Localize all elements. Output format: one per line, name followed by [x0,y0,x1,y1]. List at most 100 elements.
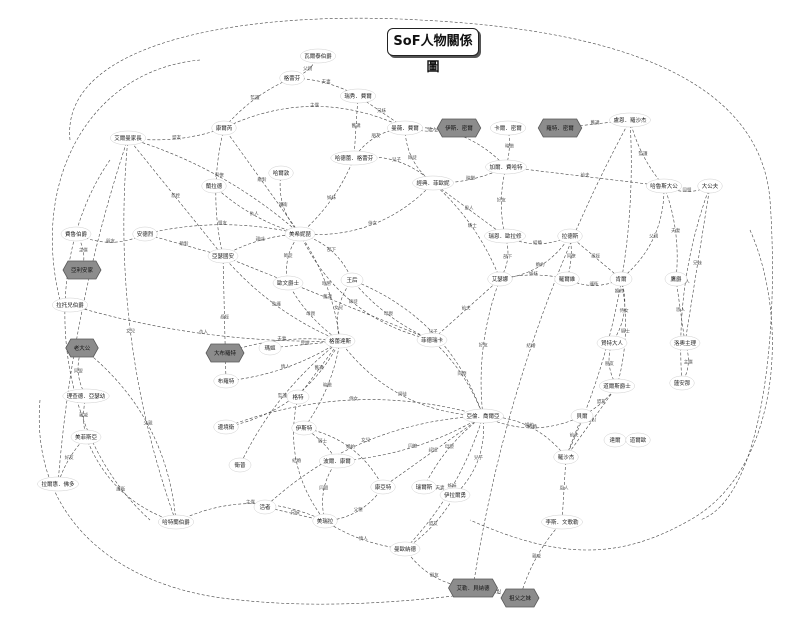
node-label: 曼薇．費爾 [391,124,419,132]
edge-label: 情人 [281,363,290,370]
relationship-edge [223,127,301,235]
node-n23: 拉德斯 [557,228,583,244]
edge-label: 主僕 [246,499,255,506]
person-bubble [300,48,336,64]
node-n10: 艾爾曼家長 [110,130,146,146]
relationship-edge [264,415,484,508]
edge-label: 情人 [359,535,368,542]
node-label: 哈爾敦 [273,169,290,177]
node-label: 艾瑟娜 [492,275,509,283]
node-label: 經典．菲歐妮 [416,179,450,187]
node-n43: 格特 [286,389,310,405]
relationship-edge [519,521,563,599]
node-label: 曼歐納德 [394,545,417,553]
node-n31: 拉托兒伯爵 [52,297,88,313]
node-n46: 美菲斯亞 [70,429,102,445]
relationship-edge [299,182,434,235]
person-bubble [207,248,239,264]
relationship-edge [225,399,484,428]
person-bubble [228,457,252,473]
node-n36: 布羅特 [213,373,239,389]
edge-label: 好友 [65,454,74,461]
edge-label: 結婚 [528,423,537,430]
node-label: 歐文爵士 [277,279,300,287]
node-label: 王后 [346,276,358,284]
node-label: 鷹爵 [670,275,682,283]
edge-label: 監護 [278,392,287,399]
node-n62: 艾勒．貝納德 [448,578,498,598]
person-bubble [37,476,79,492]
group-hexagon [500,588,540,608]
person-bubble [570,408,594,424]
edge-label: 舊識 [315,364,324,371]
edge-label: 婚約 [615,288,624,295]
node-n45: 貝爾 [570,408,594,424]
node-label: 李斯．文歌勒 [545,518,579,526]
edge-label: 盟友 [597,398,606,405]
relationship-edge [222,255,341,342]
edge-label: 部下 [503,253,512,260]
node-n54: 波爾．康爾 [319,453,355,469]
node-label: 道爾斯爵士 [603,382,631,390]
node-label: 費魯伯爵 [65,230,88,238]
node-n60: 哈特蘭伯爵 [158,514,194,530]
relationship-edge [64,159,151,521]
edge-label: 敵對 [492,588,501,595]
relationship-edge [303,340,341,429]
node-label: 賀特大人 [601,339,624,347]
relationship-edge [454,415,484,496]
node-n37: 賀特大人 [596,335,628,351]
node-n28: 羅爾維 [554,271,580,287]
person-bubble [60,226,92,242]
relationship-edge [565,119,632,458]
person-bubble [490,120,526,136]
person-bubble [416,332,448,348]
node-label: 洛奧主理 [674,339,697,347]
edge-label: 侍女 [349,395,358,402]
relationship-edge [69,304,341,342]
edge-label: 師徒 [398,391,407,398]
edge-label: 暗戀 [505,143,514,150]
edge-label: 婚約 [536,261,545,268]
person-bubble [213,373,239,389]
node-label: 艾勒．貝納德 [456,584,490,592]
person-bubble [158,514,194,530]
node-n6: 伊斯．密爾 [436,118,482,138]
edge-label: 仇人 [199,329,208,336]
relationship-edge [69,17,773,521]
nodes-layer: 瓦爾泰伯爵格蕾芬瑞秀．費爾康爾芮曼薇．費爾伊斯．密爾卡爾．密爾羅特．密爾盧恩．羅… [37,48,723,608]
node-label: 哈特蘭伯爵 [162,518,190,526]
edge-label: 監護 [639,150,648,157]
node-n4: 康爾芮 [211,120,237,136]
edge-label: 師徒 [408,154,417,161]
edge-label: 師徒 [349,298,358,305]
node-n8: 羅特．密爾 [537,118,583,138]
node-n27: 艾瑟娜 [487,271,513,287]
edge-label: 前夫 [570,432,579,439]
node-n26: 王后 [340,272,364,288]
edge-label: 敵對 [258,176,267,183]
edge-label: 情人 [428,126,437,133]
edge-label: 朋友 [430,572,439,579]
person-bubble [268,165,294,181]
node-n44: 亞倫．喬爾亞 [462,408,504,424]
node-label: 格蕾芬 [284,74,301,82]
node-n35: 瑪姬 [258,340,282,356]
edge-label: 結婚 [533,239,542,246]
edge-label: 結婚 [292,457,301,464]
node-label: 卡爾．密爾 [494,124,522,132]
relationship-edge [472,119,631,589]
node-n19: 安德烈 [132,226,158,242]
edge-label: 女兒 [361,437,370,444]
person-bubble [609,112,651,128]
node-label: 羅沙杰 [558,453,575,461]
edge-label: 仇人 [250,210,259,217]
node-n56: 瑞爾斯 [411,479,437,495]
edge-label: 侍女 [368,219,377,226]
relationship-edge [213,185,301,235]
node-n33: 老大公 [65,338,99,358]
person-bubble [211,120,237,136]
node-label: 瑞爾斯 [416,483,433,491]
person-bubble [312,513,338,529]
